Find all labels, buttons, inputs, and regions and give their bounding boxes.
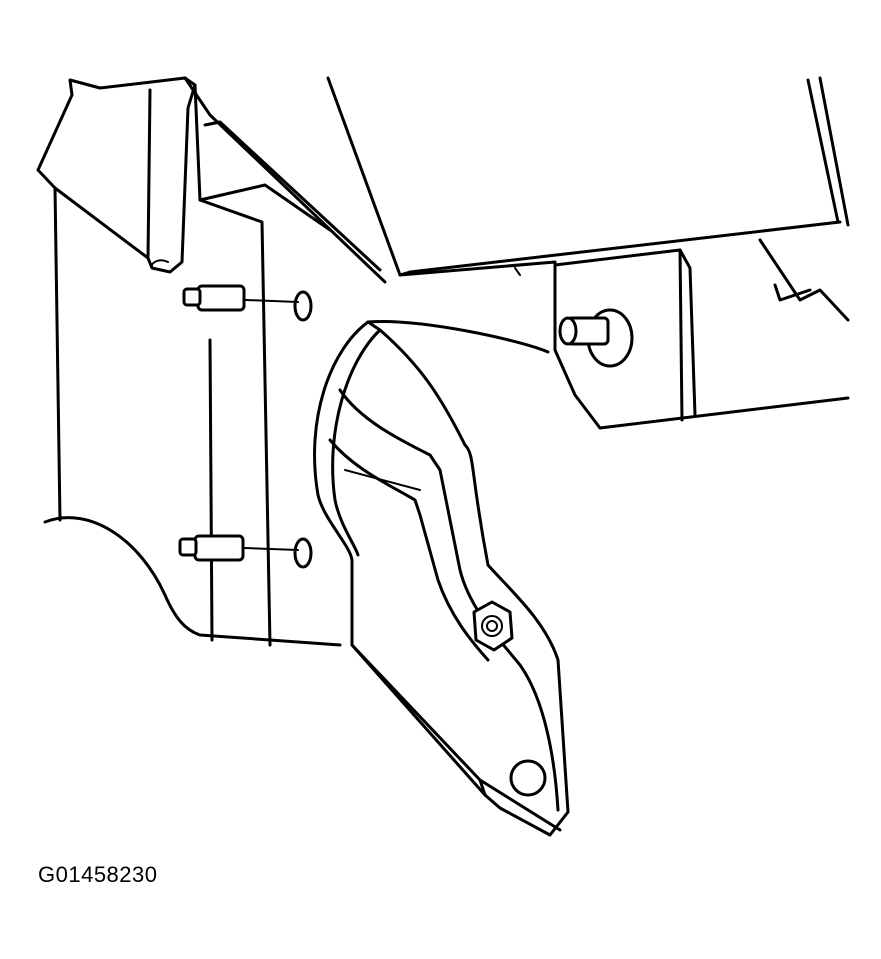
curved-bracket <box>313 320 570 837</box>
upper-left-housing <box>36 76 387 647</box>
upper-stud <box>182 284 313 322</box>
upper-right-housing <box>326 76 850 430</box>
lower-stud <box>178 534 313 569</box>
figure-code: G01458230 <box>38 862 158 887</box>
bracket-hole <box>509 759 547 797</box>
hex-nut <box>472 600 514 652</box>
right-stud <box>558 308 634 368</box>
lower-left-panel <box>43 516 342 647</box>
